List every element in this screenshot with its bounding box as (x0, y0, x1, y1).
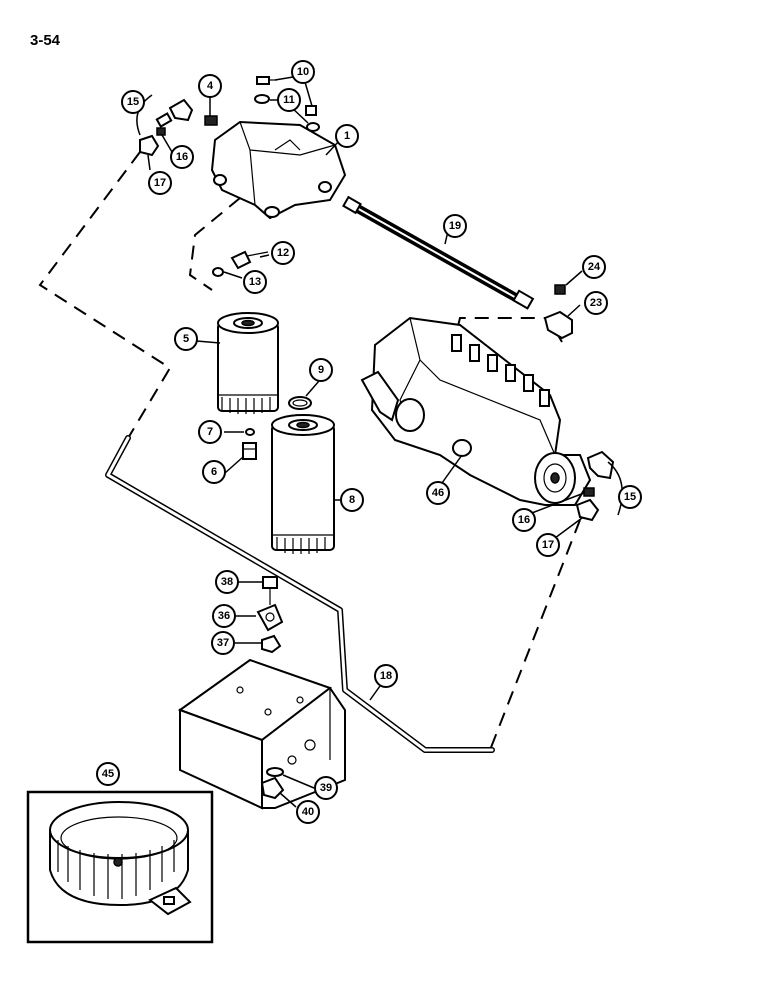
callout-1: 1 (335, 124, 359, 148)
callout-11-label: 11 (283, 94, 295, 106)
o-ring-9 (288, 396, 312, 410)
callout-17-left: 17 (148, 171, 172, 195)
callout-8: 8 (340, 488, 364, 512)
clamp-36 (256, 603, 284, 632)
return-line-dashed-right (489, 519, 581, 751)
callout-16-right: 16 (512, 508, 536, 532)
callout-23: 23 (584, 291, 608, 315)
callout-12: 12 (271, 241, 295, 265)
screw-10a (256, 76, 277, 85)
return-line-dashed-left (38, 151, 172, 456)
callout-23-label: 23 (590, 297, 602, 309)
callout-6-label: 6 (211, 466, 217, 478)
callout-17-left-label: 17 (154, 177, 166, 189)
washer-39 (266, 767, 284, 777)
fuel-filter-5 (217, 312, 279, 414)
filter-head-dashed-line (188, 197, 241, 291)
elbow-23 (543, 310, 573, 340)
callout-16-right-label: 16 (518, 514, 530, 526)
nut-17-left (139, 134, 160, 157)
sleeve-16-right (583, 487, 595, 497)
washer-13 (212, 267, 224, 277)
nut-40 (260, 776, 285, 800)
callout-9-label: 9 (318, 364, 324, 376)
callout-24-label: 24 (588, 261, 601, 273)
callout-15-right-label: 15 (624, 491, 636, 503)
callout-45: 45 (96, 762, 120, 786)
washer-11a (254, 94, 270, 104)
callout-18: 18 (374, 664, 398, 688)
fuel-filter-8 (271, 414, 335, 554)
callout-11: 11 (277, 88, 301, 112)
callout-36-label: 36 (218, 610, 230, 622)
page-number: 3-54 (30, 32, 61, 49)
callout-7-label: 7 (207, 426, 213, 438)
drain-plug-6 (242, 442, 257, 460)
callout-36: 36 (212, 604, 236, 628)
callout-39-label: 39 (320, 782, 332, 794)
callout-4: 4 (198, 74, 222, 98)
callout-19: 19 (443, 214, 467, 238)
callout-40: 40 (296, 800, 320, 824)
callout-17-right-label: 17 (542, 539, 554, 551)
elbow-fitting-right (586, 450, 615, 480)
callout-39: 39 (314, 776, 338, 800)
callout-5-label: 5 (183, 333, 189, 345)
inset-filter-wrench-45 (26, 790, 214, 944)
callout-37-label: 37 (217, 637, 229, 649)
washer-7 (245, 428, 255, 436)
injection-pump-46 (360, 316, 592, 506)
callout-9: 9 (309, 358, 333, 382)
screw-10b (305, 105, 317, 116)
callout-5: 5 (174, 327, 198, 351)
fuel-line-tube-inner (106, 436, 494, 752)
injector-dashed-line (457, 317, 563, 343)
callout-8-label: 8 (349, 494, 355, 506)
callout-10-label: 10 (297, 66, 309, 78)
callout-45-label: 45 (102, 768, 114, 780)
callout-46-label: 46 (432, 487, 444, 499)
callout-12-label: 12 (277, 247, 289, 259)
callout-1-label: 1 (344, 130, 350, 142)
callout-16-left: 16 (170, 145, 194, 169)
callout-46: 46 (426, 481, 450, 505)
bolt-38 (262, 576, 278, 605)
callout-7: 7 (198, 420, 222, 444)
callout-18-label: 18 (380, 670, 392, 682)
callout-40-label: 40 (302, 806, 314, 818)
callout-17-right: 17 (536, 533, 560, 557)
nut-17-right (575, 498, 600, 522)
elbow-fitting-top-left (155, 98, 194, 128)
fuel-hose-19 (342, 195, 535, 310)
callout-38-label: 38 (221, 576, 233, 588)
sleeve-16-left (156, 127, 166, 136)
callout-10: 10 (291, 60, 315, 84)
washer-11b (306, 122, 320, 132)
callout-4-label: 4 (207, 80, 214, 92)
callout-15-left-label: 15 (127, 96, 139, 108)
callout-37: 37 (211, 631, 235, 655)
callout-24: 24 (582, 255, 606, 279)
fuel-filter-head (210, 120, 347, 220)
callout-6: 6 (202, 460, 226, 484)
callout-13-label: 13 (249, 276, 261, 288)
nut-37 (261, 634, 282, 654)
callout-38: 38 (215, 570, 239, 594)
callout-15-left: 15 (121, 90, 145, 114)
bolt-12 (230, 250, 269, 270)
plug-24 (554, 284, 566, 295)
callout-16-left-label: 16 (176, 151, 188, 163)
callout-13: 13 (243, 270, 267, 294)
callout-15-right: 15 (618, 485, 642, 509)
fitting-4 (204, 115, 218, 126)
callout-19-label: 19 (449, 220, 461, 232)
